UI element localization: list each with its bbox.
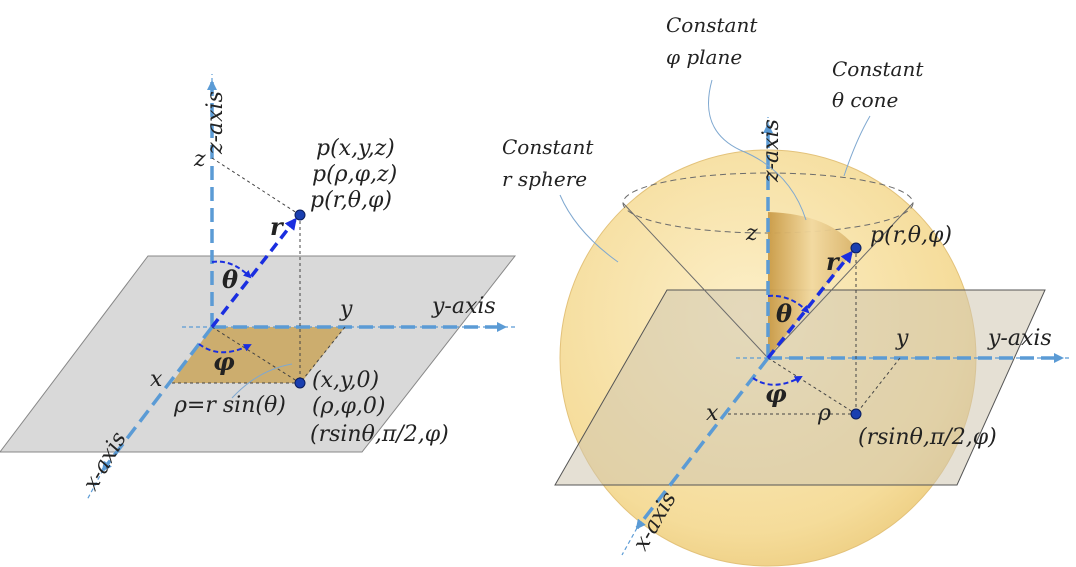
right-diagram: z-axis y-axis x-axis z y x ρ r θ φ p(r,θ… — [502, 13, 1072, 567]
point-p — [294, 209, 306, 221]
r-label: r — [826, 247, 841, 276]
x-axis-line — [101, 325, 214, 472]
z-tick-label: z — [745, 221, 758, 246]
constant-phi-label-line1: Constant — [666, 13, 758, 37]
phi-arc — [198, 343, 252, 354]
phi-label: φ — [765, 379, 787, 408]
r-vector — [210, 217, 297, 329]
projection-spherical-label: (rsinθ,π/2,φ) — [858, 425, 997, 450]
phi-plane-callout — [708, 79, 807, 221]
r-vector — [766, 250, 853, 360]
x-axis-line — [635, 356, 770, 530]
p-spherical-label: p(r,θ,φ) — [870, 223, 952, 248]
constant-r-label-line1: Constant — [502, 135, 594, 159]
projection-cylindrical-label: (ρ,φ,0) — [312, 394, 386, 419]
p-cylindrical-label: p(ρ,φ,z) — [312, 162, 397, 187]
constant-phi-label-line2: φ plane — [666, 45, 742, 69]
p-spherical-label: p(r,θ,φ) — [310, 188, 392, 213]
phi-label: φ — [213, 347, 235, 376]
point-projection — [294, 377, 306, 389]
rho-guide — [767, 357, 857, 415]
r-label: r — [270, 212, 285, 241]
rho-guide — [211, 326, 301, 384]
y-tick-label: y — [339, 297, 353, 322]
z-axis-label: z-axis — [759, 119, 784, 183]
constant-theta-label-line1: Constant — [832, 57, 924, 81]
p-cartesian-label: p(x,y,z) — [316, 136, 395, 161]
rho-projection-region — [172, 327, 345, 383]
left-diagram: z-axis y-axis x-axis z y x p(x,y,z) p(ρ,… — [0, 74, 518, 501]
point-projection — [850, 408, 862, 420]
projection-cartesian-label: (x,y,0) — [312, 368, 379, 393]
theta-arc — [211, 260, 252, 279]
cone-edge-left — [622, 202, 769, 359]
rho-callout — [231, 363, 293, 399]
constant-phi-plane-wedge — [768, 212, 856, 358]
x-axis-extension — [621, 527, 638, 556]
z-guide — [211, 157, 301, 216]
z-axis-label: z-axis — [203, 91, 228, 155]
theta-label: θ — [222, 265, 238, 294]
y-tick-label: y — [895, 326, 909, 351]
theta-cone-callout — [843, 115, 871, 177]
y-axis-label: y-axis — [987, 326, 1052, 351]
phi-arc — [752, 376, 803, 386]
projection-spherical-label: (rsinθ,π/2,φ) — [310, 422, 449, 447]
constant-theta-label-line2: θ cone — [832, 88, 898, 112]
r-sphere-callout — [559, 194, 619, 263]
x-axis-extension — [86, 469, 104, 501]
x-tick-label: x — [706, 401, 719, 426]
rho-equation-label: ρ=r sin(θ) — [173, 393, 286, 418]
z-tick-label: z — [193, 147, 206, 172]
x-tick-label: x — [150, 367, 163, 392]
theta-label: θ — [776, 299, 792, 328]
cone-edge-right — [767, 202, 914, 359]
theta-arc — [767, 294, 810, 314]
y-axis-label: y-axis — [431, 294, 496, 319]
point-p — [850, 242, 862, 254]
xy-plane — [554, 289, 1046, 486]
constant-r-label-line2: r sphere — [502, 167, 587, 191]
rho-label: ρ — [817, 401, 831, 426]
